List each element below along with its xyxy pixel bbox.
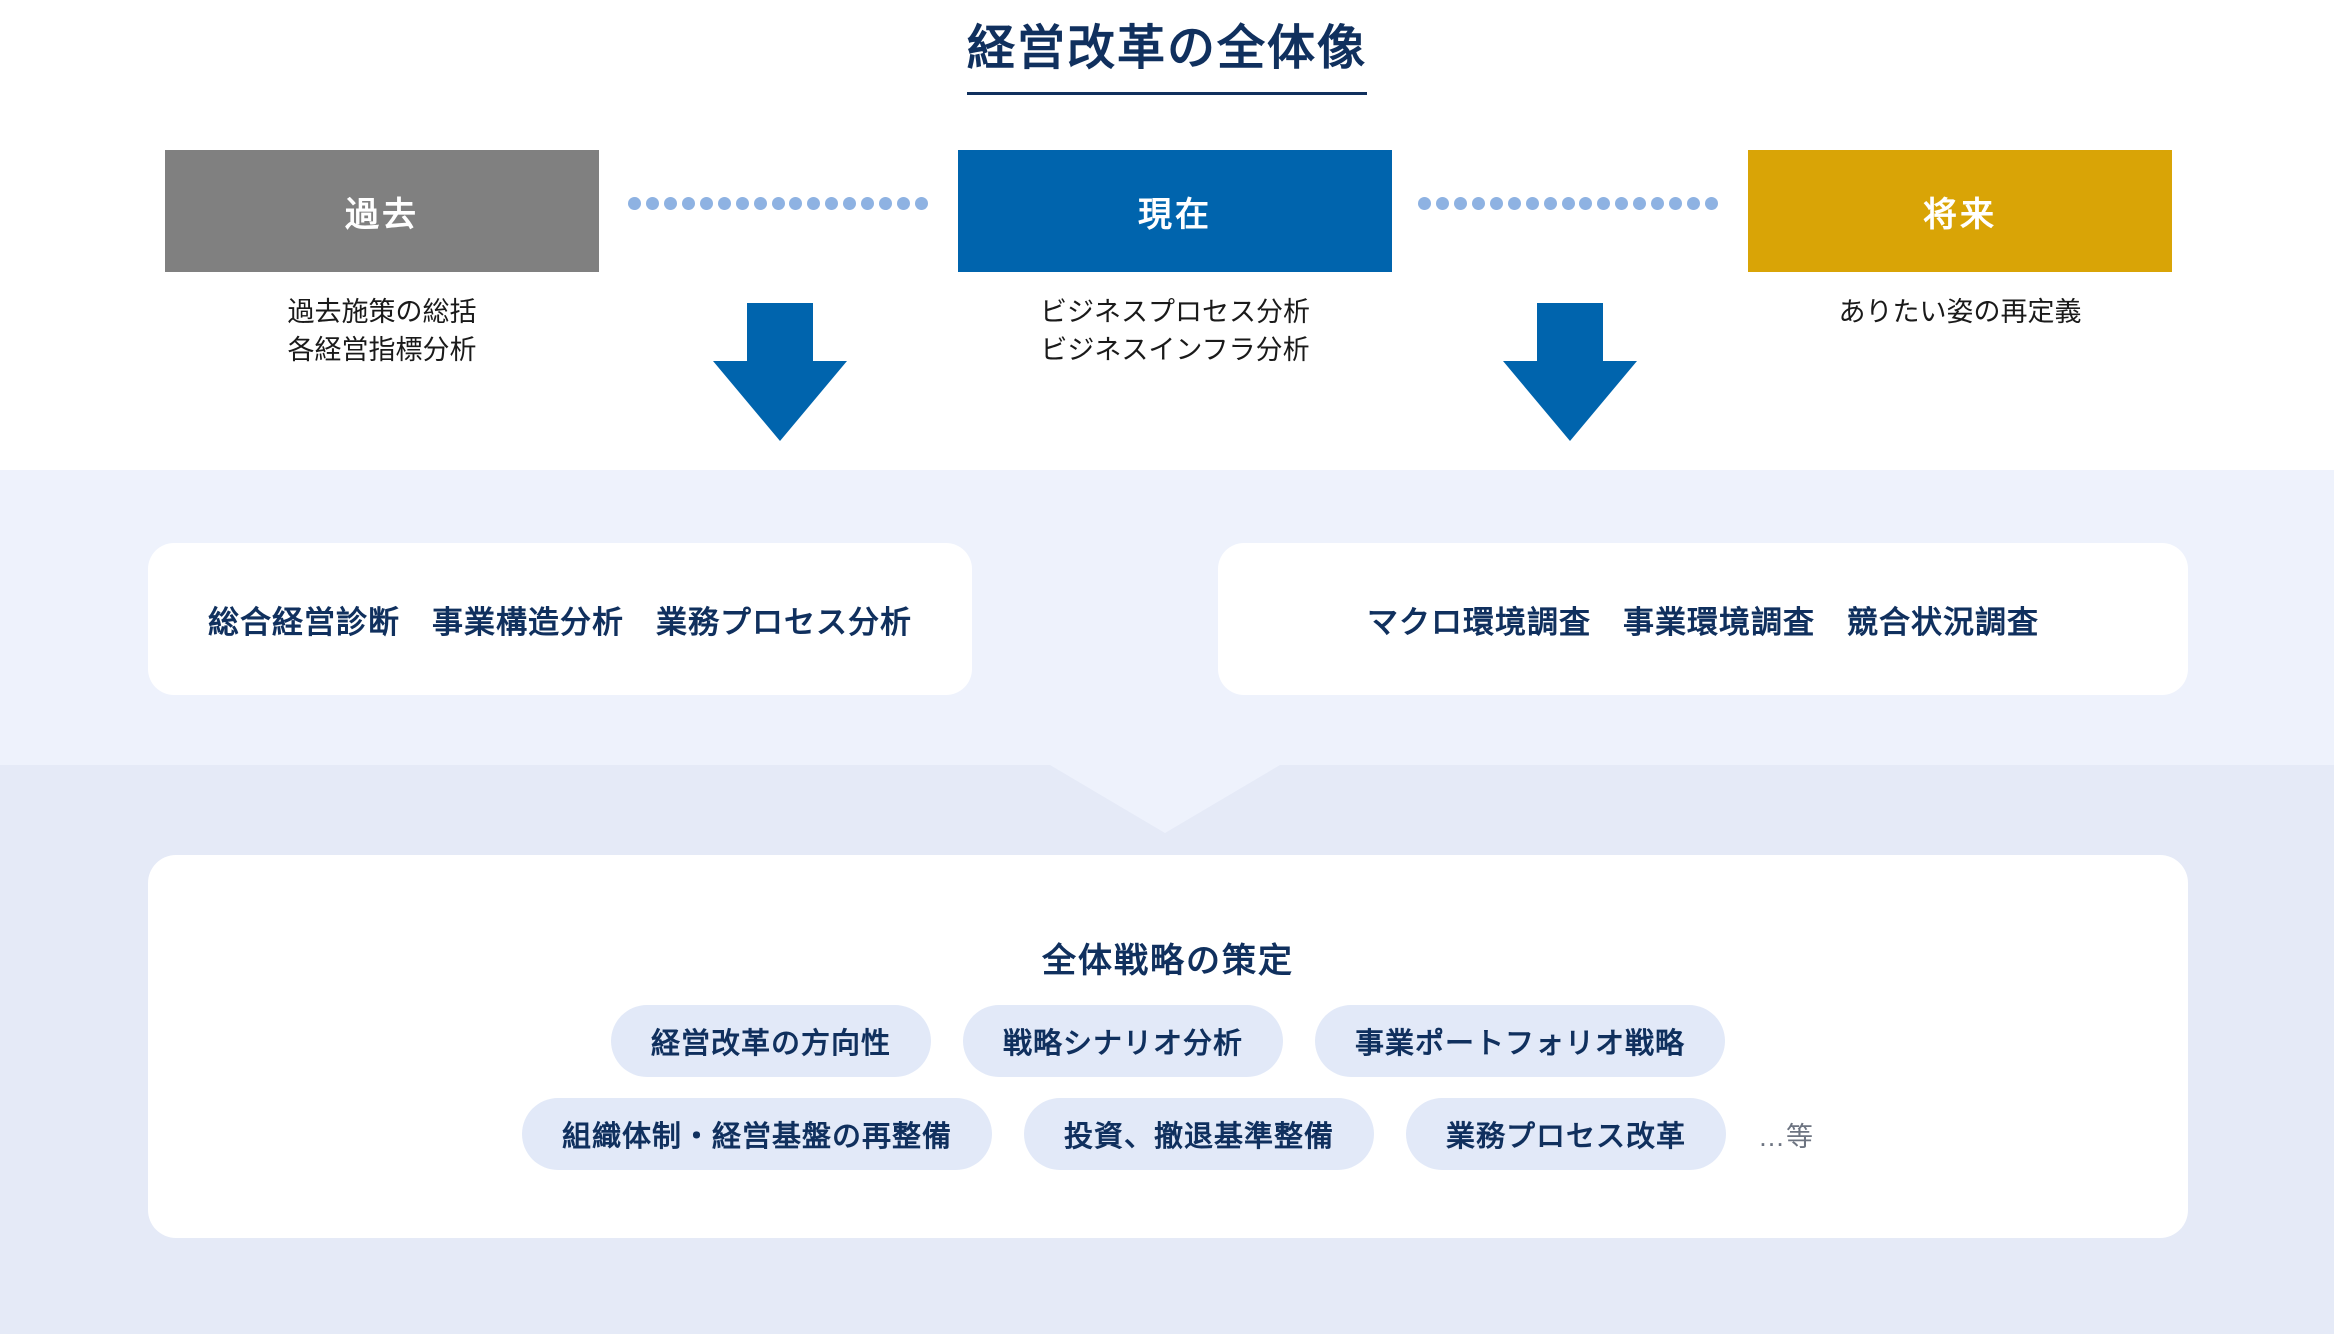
- connector-dot: [771, 196, 785, 210]
- timeline-box-future: 将来: [1748, 150, 2172, 272]
- connector-dot: [1453, 196, 1467, 210]
- caption-line: ありたい姿の再定義: [1838, 297, 2082, 327]
- connector-dot: [825, 196, 839, 210]
- caption-line: 各経営指標分析: [287, 335, 477, 366]
- analysis-card-internal-text: 総合経営診断 事業構造分析 業務プロセス分析: [208, 604, 912, 640]
- connector-dot: [717, 196, 731, 210]
- strategy-card: 全体戦略の策定 経営改革の方向性 戦略シナリオ分析 事業ポートフォリオ戦略 組織…: [148, 855, 2188, 1238]
- connector-dot: [1597, 196, 1611, 210]
- timeline-label-future: 将来: [1923, 195, 1997, 234]
- strategy-pill[interactable]: 経営改革の方向性: [610, 1005, 931, 1077]
- connector-dot: [879, 196, 893, 210]
- connector-dot: [1418, 196, 1431, 210]
- page-title: 経営改革の全体像: [966, 8, 1367, 95]
- connector-dot: [645, 196, 659, 210]
- connector-dot: [1669, 196, 1683, 210]
- connector-dot: [735, 196, 749, 210]
- connector-dot: [1705, 196, 1718, 210]
- strategy-pill-row-2: 組織体制・経営基盤の再整備 投資、撤退基準整備 業務プロセス改革 …等: [148, 1098, 2188, 1170]
- connector-dot: [1561, 196, 1575, 210]
- connector-dot: [843, 196, 857, 210]
- connector-dot: [663, 196, 677, 210]
- connector-dot: [1435, 196, 1449, 210]
- connector-dot: [1651, 196, 1665, 210]
- connector-dot: [1471, 196, 1485, 210]
- timeline-box-past: 過去: [165, 150, 599, 272]
- timeline-caption-future: ありたい姿の再定義: [1748, 293, 2172, 331]
- connector-dot: [1489, 196, 1503, 210]
- timeline-label-past: 過去: [345, 195, 419, 234]
- dotted-connector-present-future: [1418, 196, 1718, 210]
- connector-dot: [699, 196, 713, 210]
- analysis-card-internal: 総合経営診断 事業構造分析 業務プロセス分析: [148, 543, 972, 695]
- timeline-box-present: 現在: [958, 150, 1392, 272]
- connector-dot: [1633, 196, 1647, 210]
- connector-dot: [1507, 196, 1521, 210]
- strategy-etc-label: …等: [1758, 1121, 1815, 1152]
- timeline-caption-past: 過去施策の総括 各経営指標分析: [165, 293, 599, 370]
- connector-dot: [789, 196, 803, 210]
- arrow-down-icon: [713, 303, 847, 441]
- connector-dot: [807, 196, 821, 210]
- caption-line: ビジネスプロセス分析: [1040, 297, 1310, 327]
- connector-dot: [681, 196, 695, 210]
- connector-dot: [753, 196, 767, 210]
- strategy-heading: 全体戦略の策定: [1042, 942, 1294, 980]
- strategy-pill[interactable]: 戦略シナリオ分析: [962, 1005, 1283, 1077]
- page-title-container: 経営改革の全体像: [0, 8, 2334, 95]
- strategy-pill[interactable]: 組織体制・経営基盤の再整備: [521, 1098, 992, 1170]
- caption-line: 過去施策の総括: [287, 297, 477, 327]
- connector-dot: [1687, 196, 1701, 210]
- analysis-card-external-text: マクロ環境調査 事業環境調査 競合状況調査: [1367, 604, 2039, 640]
- connector-dot: [915, 196, 928, 210]
- caption-line: ビジネスインフラ分析: [1040, 335, 1310, 366]
- connector-dot: [628, 196, 641, 210]
- strategy-pill[interactable]: 業務プロセス改革: [1406, 1098, 1727, 1170]
- strategy-pill-row-1: 経営改革の方向性 戦略シナリオ分析 事業ポートフォリオ戦略: [148, 1005, 2188, 1077]
- timeline-caption-present: ビジネスプロセス分析 ビジネスインフラ分析: [958, 293, 1392, 370]
- arrow-down-icon: [1503, 303, 1637, 441]
- dotted-connector-past-present: [628, 196, 928, 210]
- connector-dot: [897, 196, 911, 210]
- analysis-card-external: マクロ環境調査 事業環境調査 競合状況調査: [1218, 543, 2188, 695]
- connector-dot: [1579, 196, 1593, 210]
- strategy-pill[interactable]: 事業ポートフォリオ戦略: [1315, 1005, 1726, 1077]
- strategy-pill[interactable]: 投資、撤退基準整備: [1023, 1098, 1374, 1170]
- connector-dot: [1543, 196, 1557, 210]
- connector-dot: [1615, 196, 1629, 210]
- connector-dot: [1525, 196, 1539, 210]
- connector-dot: [861, 196, 875, 210]
- timeline-label-present: 現在: [1138, 195, 1212, 234]
